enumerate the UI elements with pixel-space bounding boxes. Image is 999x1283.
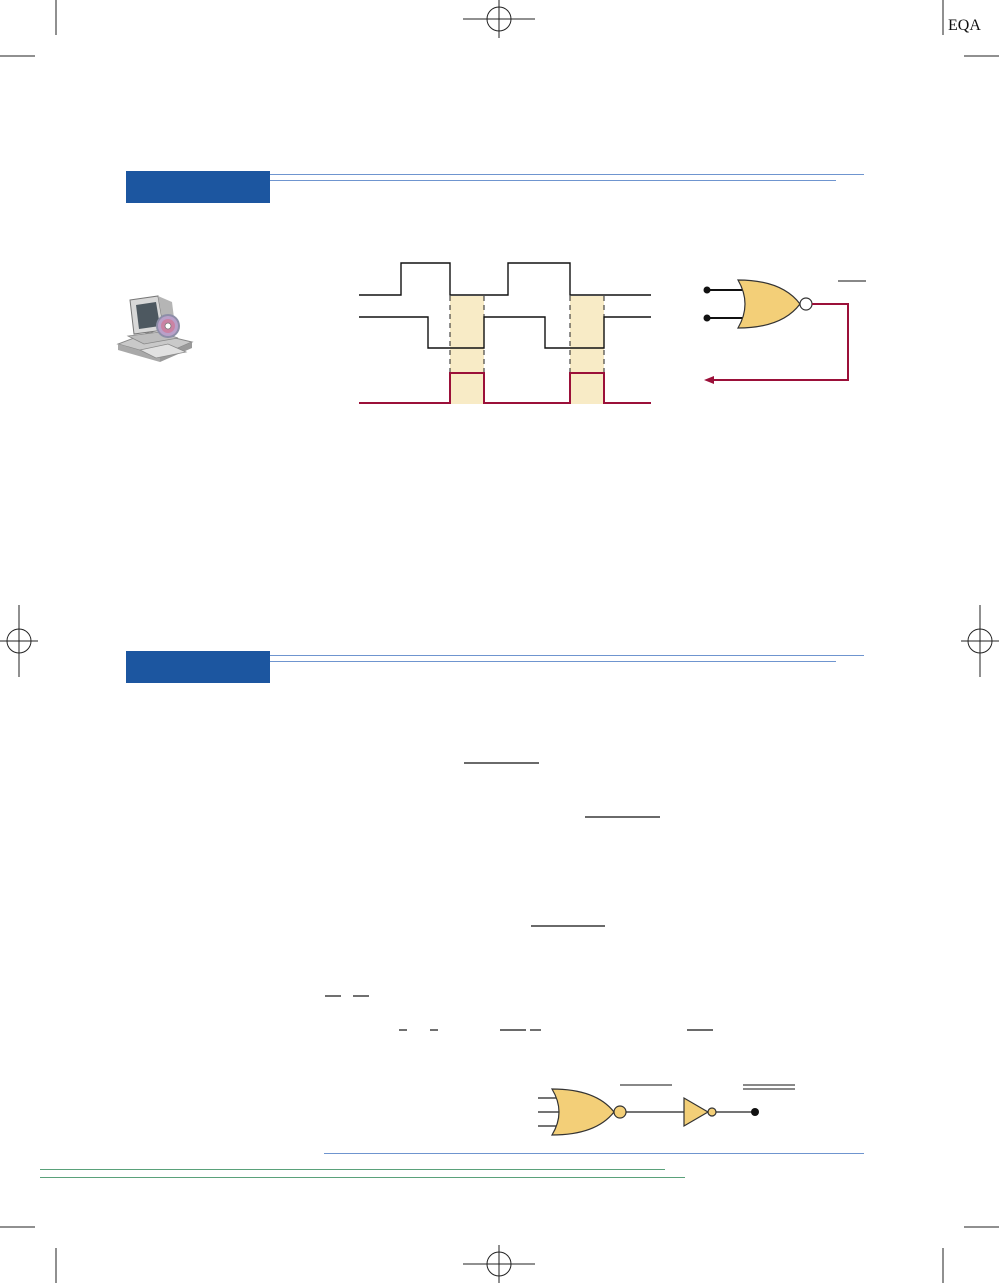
nor3-gate-body [550, 1088, 615, 1136]
registration-mark-top [463, 0, 535, 38]
waveform-output [359, 372, 651, 404]
computer-with-cd-icon [116, 295, 194, 362]
corner-tag: EQA [948, 17, 981, 34]
section-rule-1a [270, 174, 864, 175]
nor-gate-circuit [703, 279, 866, 384]
nor-gate-body [736, 279, 801, 329]
registration-mark-left [0, 605, 38, 677]
highlight-interval-2 [570, 296, 604, 404]
box-bottom-rule [324, 1153, 864, 1154]
inverter-bubble [707, 1107, 717, 1117]
registration-mark-bottom [463, 1245, 535, 1283]
section-rule-1b [270, 180, 836, 181]
timing-diagram [359, 262, 651, 404]
nor3-gate-bubble [613, 1105, 627, 1119]
highlight-interval-1 [450, 296, 484, 404]
equation-overbars [325, 762, 713, 1031]
section-rule-2a [270, 655, 864, 656]
output-arrowhead [704, 376, 714, 384]
registration-mark-right [961, 605, 999, 677]
waveform-input-b [359, 316, 651, 349]
section-rule-2b [270, 661, 836, 662]
inverter-body [683, 1096, 710, 1128]
section-header-block-1 [126, 171, 270, 203]
footer-rule-2 [40, 1177, 685, 1178]
nor-gate-bubble [799, 297, 813, 311]
section-header-block-2 [126, 651, 270, 683]
footer-rule-1 [40, 1169, 665, 1170]
waveform-input-a [359, 262, 651, 296]
output-line [710, 303, 849, 381]
nor-inverter-circuit [538, 1084, 795, 1136]
